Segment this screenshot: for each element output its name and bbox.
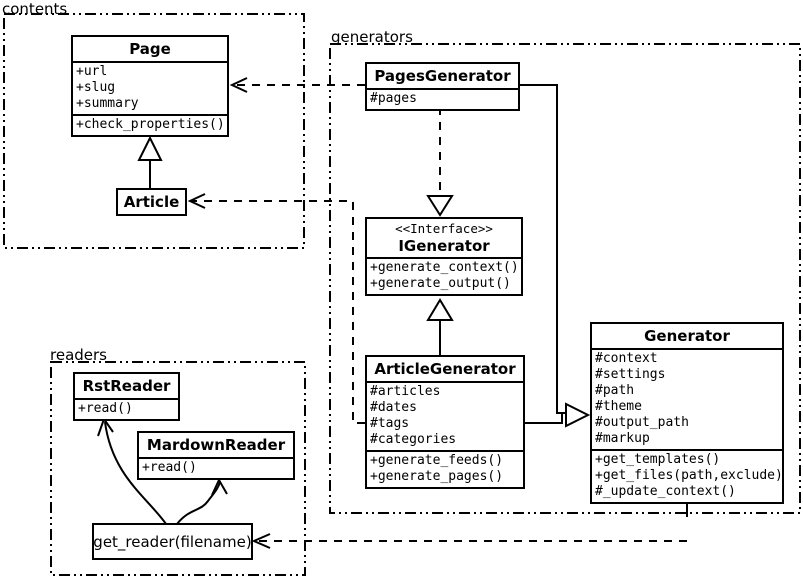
generalization-triangle-page (137, 135, 163, 161)
class-articlegenerator-methods: +generate_feeds() +generate_pages() (367, 450, 523, 487)
open-arrowhead-page (229, 77, 248, 93)
class-rstreader-methods: +read() (75, 398, 178, 419)
class-generator-title: Generator (644, 327, 730, 345)
attribute: +slug (76, 80, 116, 95)
attribute: #pages (370, 91, 417, 106)
method: +get_files(path,exclude) (595, 468, 783, 483)
class-articlegenerator: ArticleGenerator #articles #dates #tags … (365, 355, 525, 489)
readers-package-border (50, 361, 306, 576)
method: +read() (142, 460, 197, 475)
class-mardownreader-methods: +read() (139, 457, 293, 478)
open-arrowhead-article (187, 193, 206, 209)
class-page-methods: +check_properties() (73, 114, 227, 135)
class-pagesgenerator-attributes: #pages (367, 88, 518, 109)
method: +get_templates() (595, 452, 721, 467)
attribute: #tags (370, 416, 410, 431)
function-get-reader-label: get_reader(filename) (93, 532, 252, 551)
class-generator: Generator #context #settings #path #them… (590, 322, 784, 504)
contents-package-border (3, 13, 305, 249)
attribute: #markup (595, 431, 650, 446)
method: +generate_output() (370, 276, 511, 291)
method: +read() (78, 401, 133, 416)
class-article-title: Article (123, 193, 180, 211)
attribute: #output_path (595, 415, 689, 430)
class-articlegenerator-title: ArticleGenerator (374, 360, 516, 378)
method: +generate_context() (370, 260, 519, 275)
attribute: #theme (595, 399, 642, 414)
open-arrowhead-getreader (251, 533, 271, 549)
method: +check_properties() (76, 117, 225, 132)
class-rstreader-title: RstReader (82, 377, 171, 395)
articlegenerator-to-generator-line (525, 413, 563, 424)
class-page-title: Page (129, 40, 171, 58)
class-mardownreader-title: MardownReader (146, 436, 286, 454)
articlegenerator-to-article-dashed (191, 200, 365, 424)
class-pagesgenerator: PagesGenerator #pages (365, 62, 520, 111)
attribute: #articles (370, 384, 441, 399)
class-article: Article (116, 188, 187, 216)
class-page: Page +url +slug +summary +check_properti… (71, 35, 229, 137)
interface-stereotype: <<Interface>> (395, 221, 493, 236)
package-label-readers: readers (50, 346, 107, 364)
getreader-to-mardownreader-curve (176, 481, 221, 525)
generators-package-border (329, 43, 801, 514)
package-label-contents: contents (2, 0, 68, 18)
attribute: +url (76, 64, 108, 79)
class-pagesgenerator-title: PagesGenerator (374, 67, 511, 85)
package-label-generators: generators (331, 28, 413, 46)
getreader-to-rstreader-curve (104, 421, 167, 525)
class-igenerator-title: <<Interface>> IGenerator (367, 219, 521, 257)
method: +generate_pages() (370, 469, 504, 484)
attribute: +summary (76, 96, 139, 111)
realization-triangle-igenerator-top (426, 195, 454, 217)
generalization-triangle-generator (565, 402, 591, 428)
function-get-reader: get_reader(filename) (92, 523, 253, 560)
attribute: #dates (370, 400, 417, 415)
class-igenerator: <<Interface>> IGenerator +generate_conte… (365, 217, 523, 296)
class-generator-methods: +get_templates() +get_files(path,exclude… (592, 449, 783, 502)
class-igenerator-name: IGenerator (398, 237, 490, 255)
class-page-attributes: +url +slug +summary (73, 61, 227, 114)
open-arrowhead-mardownreader (211, 477, 228, 496)
attribute: #categories (370, 432, 457, 447)
method: +generate_feeds() (370, 453, 504, 468)
class-generator-attributes: #context #settings #path #theme #output_… (592, 348, 782, 449)
attribute: #path (595, 383, 635, 398)
pagesgenerator-to-generator-line (520, 84, 566, 414)
class-igenerator-methods: +generate_context() +generate_output() (367, 257, 521, 294)
attribute: #context (595, 351, 658, 366)
class-articlegenerator-attributes: #articles #dates #tags #categories (367, 381, 523, 450)
generalization-triangle-igenerator-bottom (426, 298, 454, 321)
method: #_update_context() (595, 484, 736, 499)
attribute: #settings (595, 367, 666, 382)
class-mardownreader: MardownReader +read() (137, 431, 295, 480)
class-rstreader: RstReader +read() (73, 372, 180, 421)
